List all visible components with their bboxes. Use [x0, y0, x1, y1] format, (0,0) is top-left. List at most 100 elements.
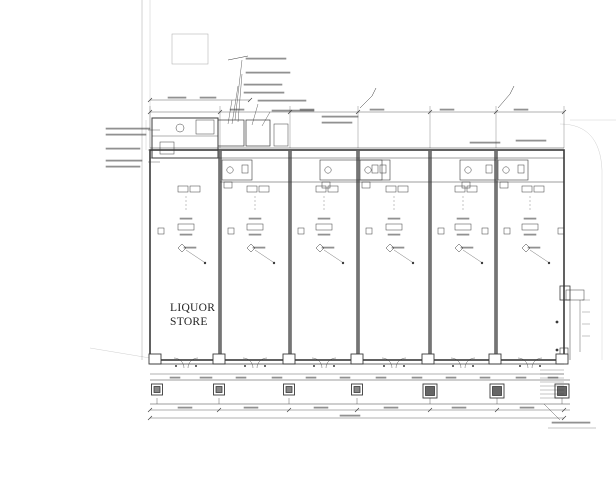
sidewalk-dim	[411, 376, 423, 379]
wall-tag	[157, 227, 165, 235]
unit-label	[248, 217, 262, 220]
unit-tag	[454, 223, 472, 231]
fixture-tag-2	[533, 185, 545, 193]
canopy-column-4	[351, 383, 363, 396]
leader-note	[245, 57, 287, 60]
side-note	[105, 147, 141, 150]
curb-note	[551, 421, 591, 424]
sidewalk-dim	[199, 376, 213, 379]
spot-dot	[203, 261, 207, 265]
fixture-tag	[454, 185, 466, 193]
wall-tag	[503, 227, 511, 235]
door-dot	[244, 365, 246, 367]
door-dot	[195, 365, 197, 367]
side-note	[105, 159, 143, 162]
dimension-tick	[147, 415, 153, 421]
door-swing-right	[395, 357, 407, 369]
wall-tag	[437, 227, 445, 235]
front-dim-tick	[286, 407, 292, 413]
door-dot	[539, 365, 541, 367]
wall-tag	[557, 227, 565, 235]
note-text	[439, 108, 455, 111]
unit-label	[456, 217, 470, 220]
north-leader	[227, 55, 249, 61]
door-dot	[403, 365, 405, 367]
storefront-pier-7	[555, 353, 569, 365]
toilet-icon	[464, 166, 472, 174]
dimension-tick	[147, 97, 153, 103]
front-dim-tick	[427, 407, 433, 413]
sidewalk-dim	[339, 376, 351, 379]
unit-tag	[385, 223, 403, 231]
top-note	[515, 139, 547, 142]
sink-icon	[485, 164, 493, 174]
canopy-column-1	[151, 383, 163, 396]
sink-icon	[371, 164, 379, 174]
restroom-1	[221, 159, 253, 181]
spot-leader	[185, 249, 205, 263]
sidewalk-dim	[271, 376, 283, 379]
sidewalk-dim	[445, 376, 457, 379]
sink-icon	[379, 164, 387, 174]
spot-leader	[529, 249, 549, 263]
unit-tag	[315, 223, 333, 231]
utility-room-2	[245, 119, 271, 147]
fixture-tag-2	[466, 185, 478, 193]
front-dim-tick	[354, 407, 360, 413]
spot-dot	[272, 261, 276, 265]
door-dot	[313, 365, 315, 367]
note-text	[167, 96, 187, 99]
note-text	[199, 96, 217, 99]
door-dot	[333, 365, 335, 367]
storefront-pier-6	[488, 353, 502, 365]
dimension-tick	[247, 97, 253, 103]
canopy-column-core-4	[353, 386, 361, 393]
door-swing-right	[325, 357, 337, 369]
canopy-column-core-2	[215, 386, 223, 393]
top-note	[321, 121, 353, 124]
leader-line	[261, 111, 271, 127]
back-office-room	[151, 117, 219, 159]
sidewalk-dim	[375, 376, 387, 379]
spot-text	[527, 246, 541, 249]
door-swing-left	[311, 357, 323, 369]
front-dim-tick	[216, 407, 222, 413]
door-dot	[175, 365, 177, 367]
note-text	[369, 108, 385, 111]
leader-line	[227, 99, 233, 125]
fixture-tag-2	[258, 185, 270, 193]
canopy-column-core-6	[492, 386, 502, 396]
top-note	[469, 141, 501, 144]
storefront-pier-1	[148, 353, 162, 365]
restroom-5	[497, 159, 529, 181]
unit-sub-label	[387, 233, 401, 236]
spot-dot	[480, 261, 484, 265]
door-swing-left	[242, 357, 254, 369]
utility-room-3	[273, 123, 289, 147]
note-text	[229, 108, 245, 111]
toilet-icon	[364, 166, 372, 174]
fixture-tag	[246, 185, 258, 193]
site-line-lower	[89, 347, 151, 359]
side-stoop	[565, 289, 585, 301]
side-note	[105, 165, 141, 168]
front-dim-text	[383, 406, 399, 409]
leader-note	[257, 99, 307, 102]
spot-dot	[341, 261, 345, 265]
site-box-top	[171, 33, 209, 65]
canopy-column-core-1	[153, 386, 161, 393]
front-dim-text	[339, 414, 361, 417]
storefront-pier-2	[212, 353, 226, 365]
office-fixture-circle	[175, 123, 185, 133]
sidewalk-dim	[547, 376, 559, 379]
curb-leader	[543, 403, 561, 421]
spot-dot	[411, 261, 415, 265]
section-arrow-head	[371, 87, 377, 97]
restroom-door-tag	[223, 181, 233, 189]
canopy-column-core-7	[557, 386, 567, 396]
sink-icon	[241, 164, 249, 174]
canopy-column-3	[283, 383, 295, 396]
unit-tag	[246, 223, 264, 231]
sidewalk-dim	[235, 376, 247, 379]
